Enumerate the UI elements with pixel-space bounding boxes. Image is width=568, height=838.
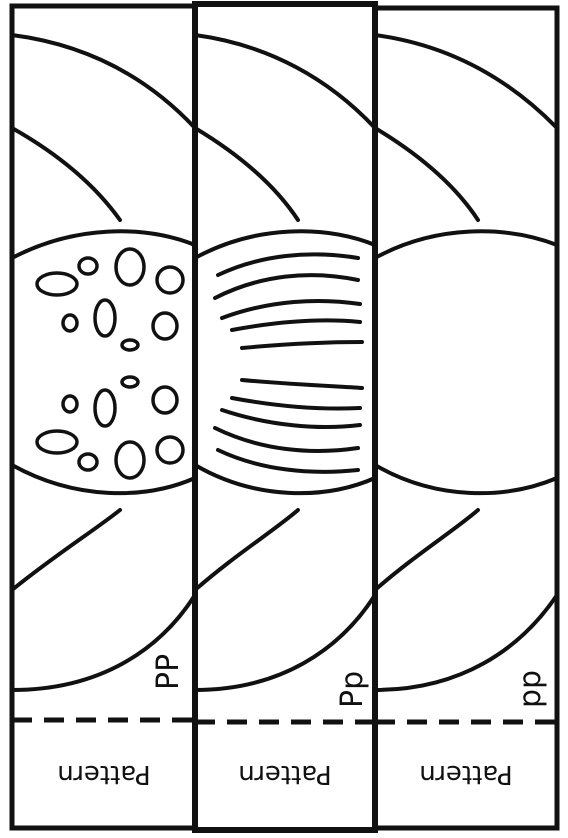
strip-2-body-top-curve bbox=[195, 231, 375, 258]
strip-1-wing-line-top bbox=[12, 35, 195, 128]
strip-2-genotype-label: Pp bbox=[335, 671, 370, 708]
strip-1-border bbox=[12, 6, 195, 828]
strip-3-genotype-label: pp bbox=[513, 670, 548, 708]
strip-3-pattern-label: Pattern bbox=[419, 759, 513, 789]
strip-2-pattern-label: Pattern bbox=[238, 759, 332, 789]
strip-1-wing-line-lower bbox=[12, 510, 120, 590]
strip-2-wing-line-upper bbox=[195, 128, 298, 220]
strip-3-wing-line-upper bbox=[375, 128, 478, 220]
strip-1-wing-line-upper bbox=[12, 128, 120, 220]
strip-1 bbox=[12, 6, 195, 828]
strip-2-stripes bbox=[215, 254, 362, 471]
strip-1-spots bbox=[37, 249, 183, 478]
strip-3-wing-line-lower bbox=[375, 510, 478, 590]
strip-3-body-bottom-curve bbox=[375, 465, 557, 493]
strip-1-body-top-curve bbox=[12, 231, 195, 258]
strip-1-body-bottom-curve bbox=[12, 465, 195, 493]
strip-2-wing-line-lower bbox=[195, 510, 298, 590]
strip-1-genotype-label: PP bbox=[151, 654, 186, 690]
strip-1-pattern-label: Pattern bbox=[57, 759, 151, 789]
strip-3-wing-line-top bbox=[375, 35, 557, 128]
strip-3-body-top-curve bbox=[375, 231, 557, 258]
strip-2-wing-line-top bbox=[195, 35, 375, 128]
